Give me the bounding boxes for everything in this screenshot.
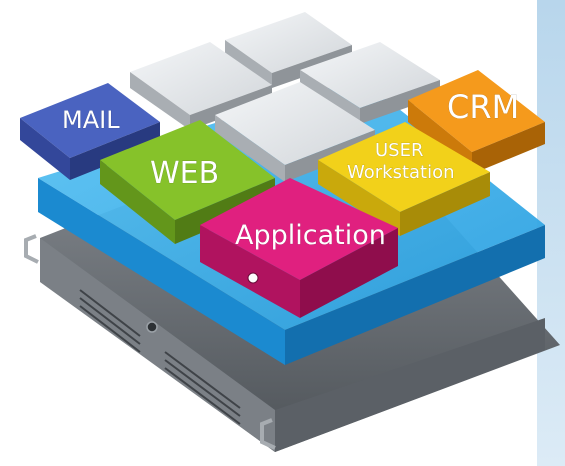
tile-label-application: Application [235,220,386,251]
tile-label-crm: CRM [447,88,519,126]
tile-user-workstation: USER Workstation [318,122,490,236]
tile-mail: MAIL [20,83,160,180]
tile-application: Application [200,178,398,318]
rack-handle-right [260,418,276,450]
tile-crm: CRM [408,70,545,174]
drive-bay-icon [247,272,259,284]
tile-label-workstation: Workstation [347,162,455,183]
server-icon-grey-2 [130,42,272,130]
rack-handle-left [24,234,39,264]
tile-label-mail: MAIL [62,106,120,134]
tile-web: WEB [100,120,275,244]
power-button-icon [146,321,158,333]
tile-label-user: USER [375,140,423,161]
server-icon-grey-3 [300,42,440,124]
tile-label-web: WEB [150,156,219,191]
